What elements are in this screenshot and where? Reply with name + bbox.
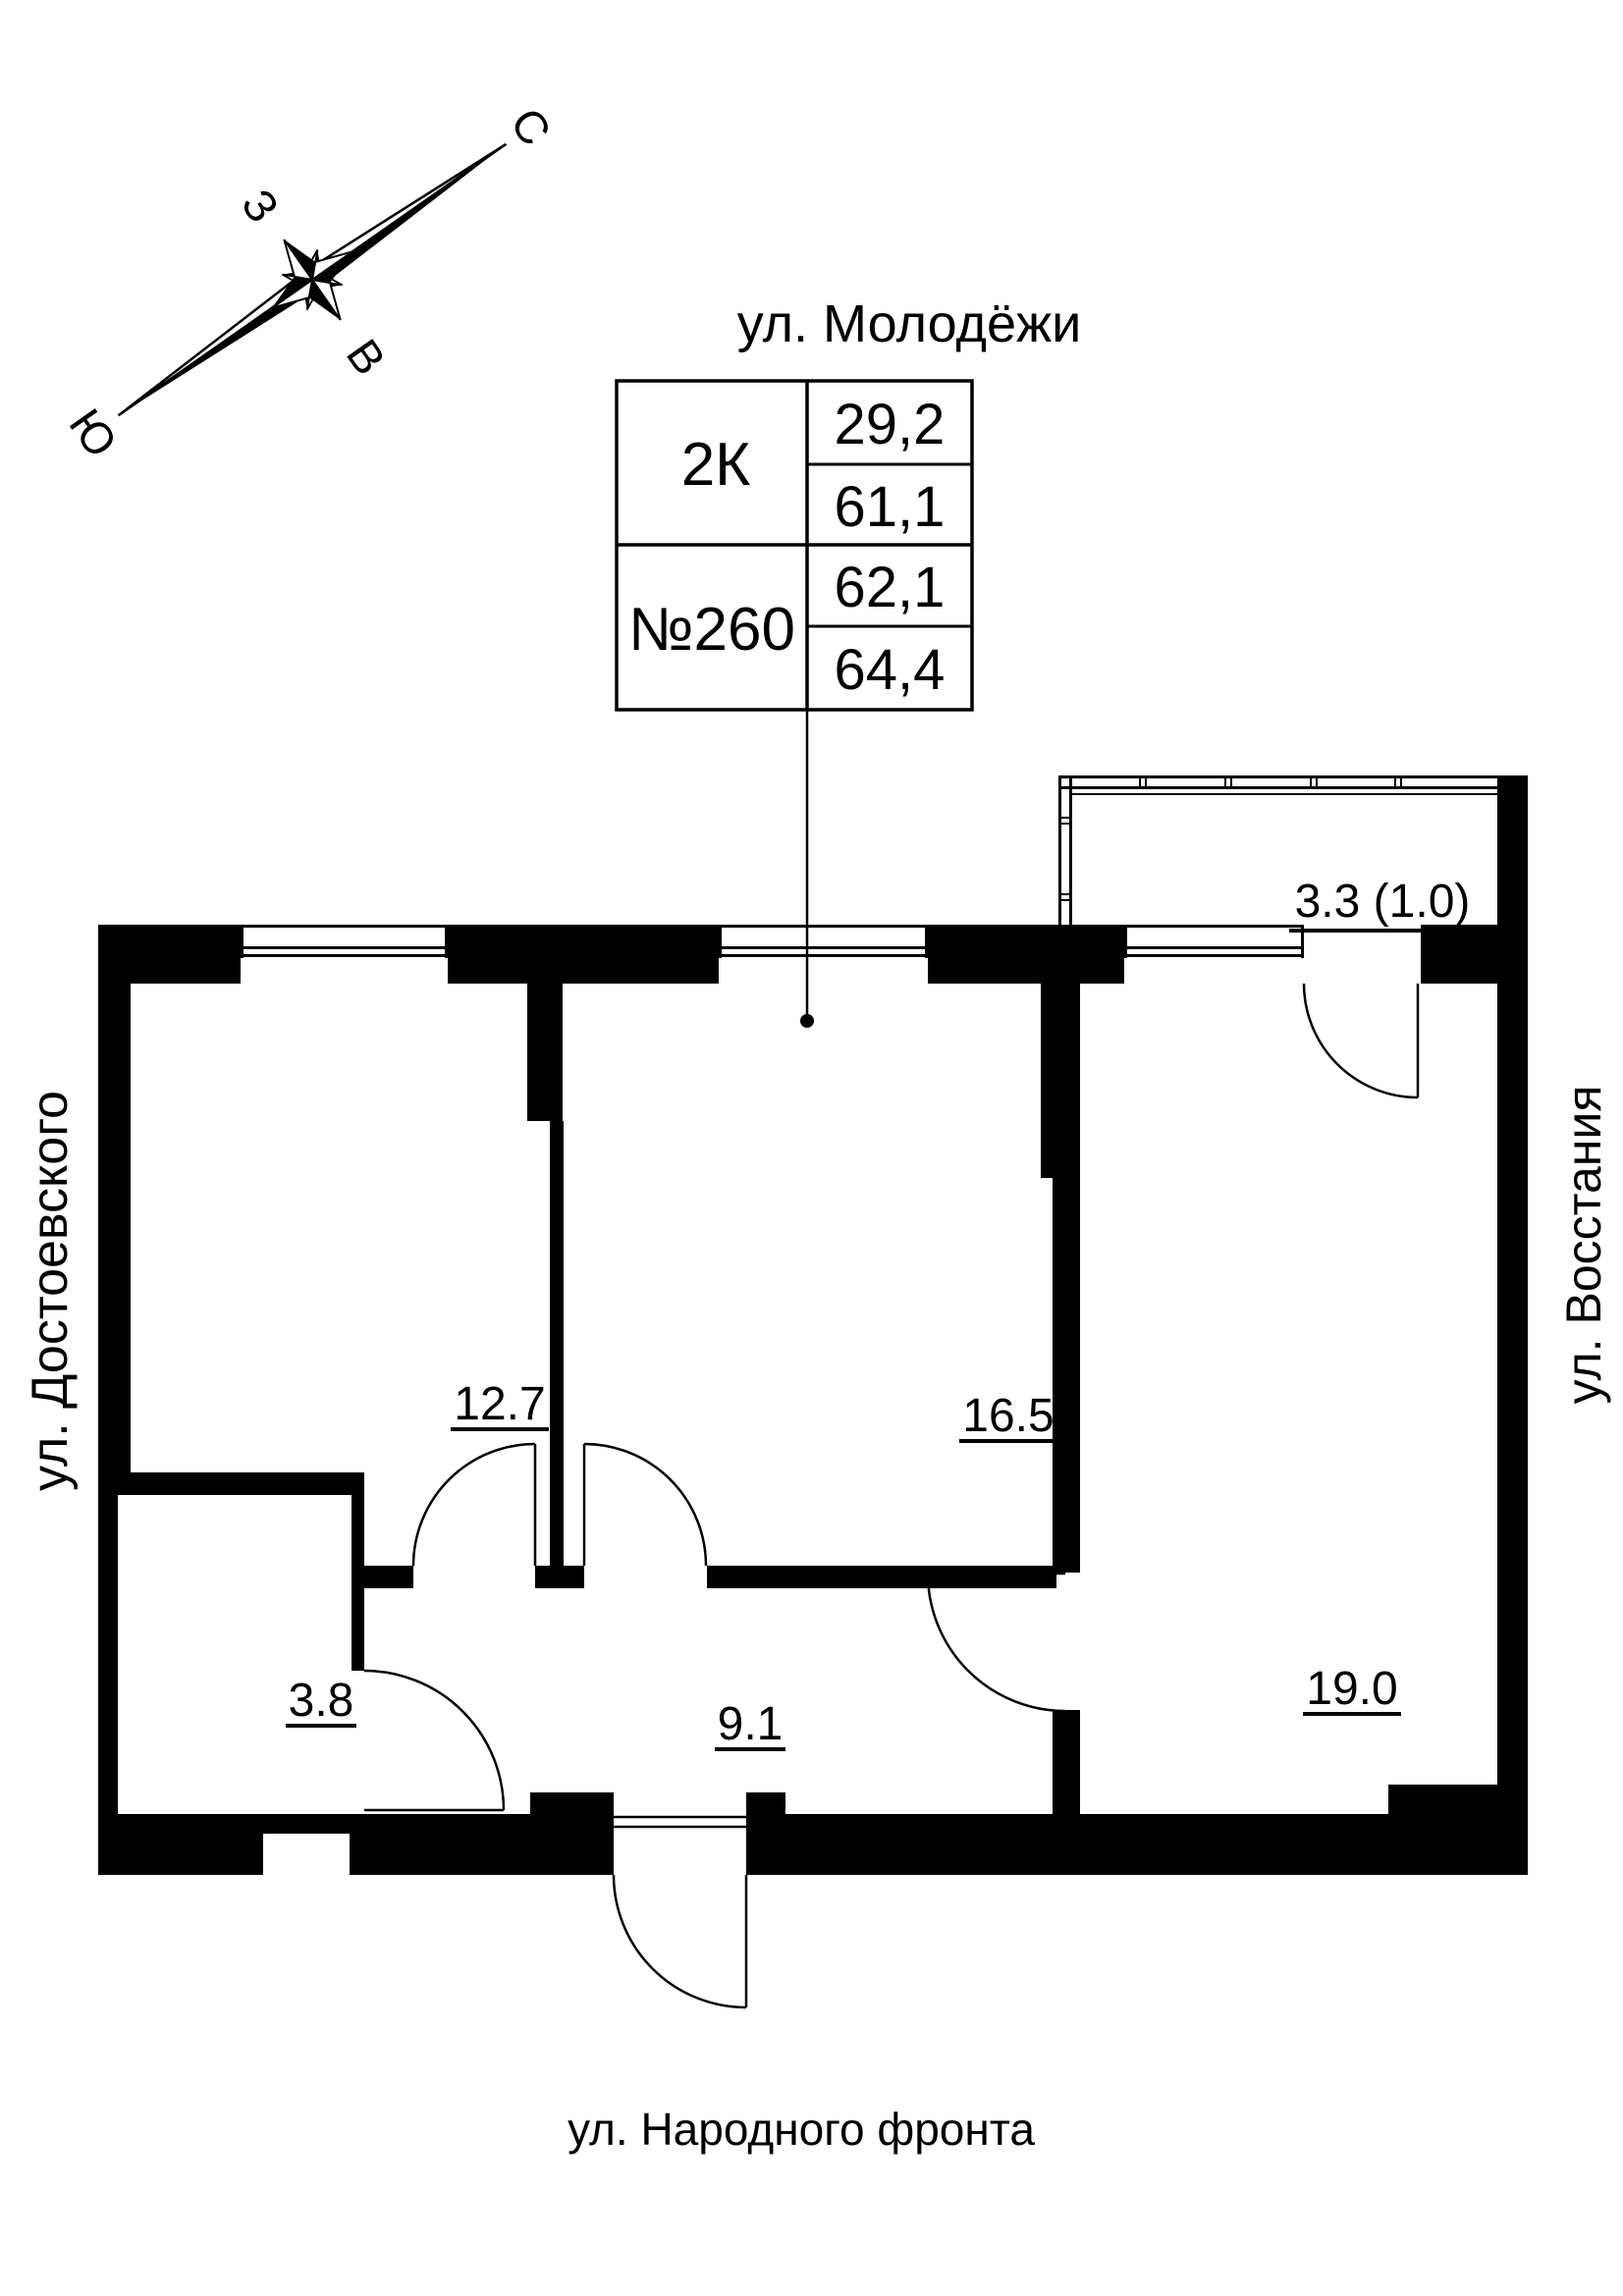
street-right-label: ул. Восстания xyxy=(1556,1086,1611,1405)
door-room3 xyxy=(926,1572,1066,1713)
room2-area-text: 16.5 xyxy=(962,1390,1054,1442)
balcony-area-label: 3.3 (1.0) xyxy=(1289,876,1476,933)
area-value-4: 64,4 xyxy=(835,638,946,702)
compass-east-label: В xyxy=(337,330,396,384)
compass-north-label: С xyxy=(501,98,562,154)
door-entrance xyxy=(612,1815,748,2009)
compass-star-icon xyxy=(271,239,353,321)
walls xyxy=(98,775,1528,1875)
door-room2 xyxy=(582,1442,708,1567)
area-value-2: 61,1 xyxy=(835,475,946,539)
room1-area-label: 12.7 xyxy=(451,1378,549,1431)
room-area-labels: 12.7 16.5 19.0 3.8 9.1 3.3 (1.0) xyxy=(286,876,1476,1751)
balcony-glazing xyxy=(1058,775,1497,925)
compass-rose: С Ю З В xyxy=(60,98,562,466)
bathroom-area-text: 3.8 xyxy=(289,1675,354,1727)
window-balcony xyxy=(1124,925,1304,958)
apartment-type-label: 2К xyxy=(681,431,751,499)
corridor-area-text: 9.1 xyxy=(718,1698,784,1750)
apartment-number-label: №260 xyxy=(628,596,795,664)
area-value-1: 29,2 xyxy=(835,393,946,456)
area-value-3: 62,1 xyxy=(835,556,946,619)
doors xyxy=(363,983,1420,2009)
room3-area-label: 19.0 xyxy=(1303,1663,1401,1716)
bathroom-area-label: 3.8 xyxy=(286,1675,356,1728)
title-block-table: 2К №260 29,2 61,1 62,1 64,4 xyxy=(615,379,974,712)
room3-area-text: 19.0 xyxy=(1306,1663,1397,1715)
door-balcony xyxy=(1302,983,1420,1099)
window-room1 xyxy=(241,925,448,958)
door-bathroom xyxy=(363,1669,506,1812)
window-room2 xyxy=(719,925,928,958)
leader-line xyxy=(800,710,814,1028)
compass-south-label: Ю xyxy=(60,400,128,466)
street-bottom-label: ул. Народного фронта xyxy=(568,2104,1035,2155)
street-labels: ул. Молодёжи ул. Народного фронта ул. До… xyxy=(22,294,1611,2155)
room1-area-text: 12.7 xyxy=(454,1378,545,1430)
door-room1 xyxy=(411,1442,537,1567)
compass-west-label: З xyxy=(232,180,290,232)
corridor-area-label: 9.1 xyxy=(715,1698,785,1751)
leader-dot xyxy=(800,1014,814,1028)
street-left-label: ул. Достоевского xyxy=(22,1091,79,1491)
street-top-label: ул. Молодёжи xyxy=(737,294,1082,353)
room2-area-label: 16.5 xyxy=(959,1390,1057,1443)
balcony-area-text: 3.3 (1.0) xyxy=(1295,876,1471,928)
windows xyxy=(241,925,1304,958)
